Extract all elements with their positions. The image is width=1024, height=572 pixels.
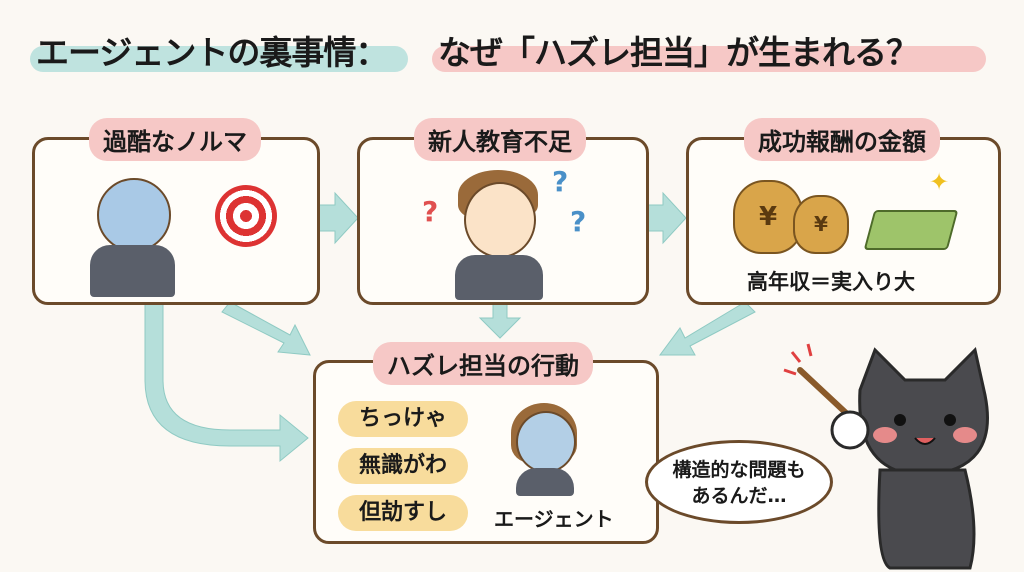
arrow-training-to-reward (645, 191, 687, 245)
money-bag-icon: ¥ (793, 195, 849, 254)
title-part-2: なぜ「ハズレ担当」が生まれる？ (438, 33, 919, 72)
question-mark-icon: ? (422, 195, 439, 228)
title-part-1: エージェントの裏事情： (36, 33, 388, 72)
suit-icon (516, 468, 574, 496)
reward-box: ¥ ¥ ✦ 高年収＝実入り大 (686, 137, 1001, 305)
question-mark-icon: ? (552, 165, 569, 198)
quota-label: 過酷なノルマ (89, 118, 261, 161)
reward-label: 成功報酬の金額 (744, 118, 940, 161)
behavior-box: ちっけゃ 無識がわ 但劼すし エージェント (313, 360, 659, 544)
sparkle-icon: ✦ (929, 168, 950, 196)
yen-sign: ¥ (758, 202, 778, 232)
money-bag-icon: ¥ (733, 180, 803, 254)
speech-line-1: 構造的な問題も (672, 459, 806, 481)
cash-stack-icon (863, 210, 959, 250)
arrow-quota-to-training (317, 191, 359, 245)
behavior-item: 但劼すし (338, 495, 468, 531)
confused-person-icon (464, 182, 536, 258)
arrow-training-down (478, 301, 522, 339)
suit-icon (455, 255, 543, 300)
training-label: 新人教育不足 (414, 118, 586, 161)
training-box: ? ? ? (357, 137, 649, 305)
behavior-item: 無識がわ (338, 448, 468, 484)
arrow-reward-diag (659, 301, 756, 356)
stressed-person-icon (97, 178, 171, 252)
behavior-item: ちっけゃ (338, 401, 468, 437)
suit-icon (90, 245, 175, 297)
arrow-quota-diag (221, 301, 311, 356)
speech-bubble: 構造的な問題も あるんだ… (645, 440, 833, 524)
question-mark-icon: ? (570, 205, 587, 238)
target-icon (215, 185, 277, 247)
title-highlight-teal (30, 46, 408, 72)
speech-line-2: あるんだ… (691, 485, 787, 507)
reward-caption: 高年収＝実入り大 (747, 270, 915, 294)
quota-box (32, 137, 320, 305)
yen-sign: ¥ (814, 212, 828, 236)
behavior-label: ハズレ担当の行動 (373, 342, 593, 385)
cat-mascot-icon (783, 343, 989, 570)
arrow-quota-curve (144, 301, 309, 463)
title-highlight-pink (432, 46, 986, 72)
agent-caption: エージェント (494, 507, 614, 531)
worried-agent-icon (516, 411, 576, 473)
